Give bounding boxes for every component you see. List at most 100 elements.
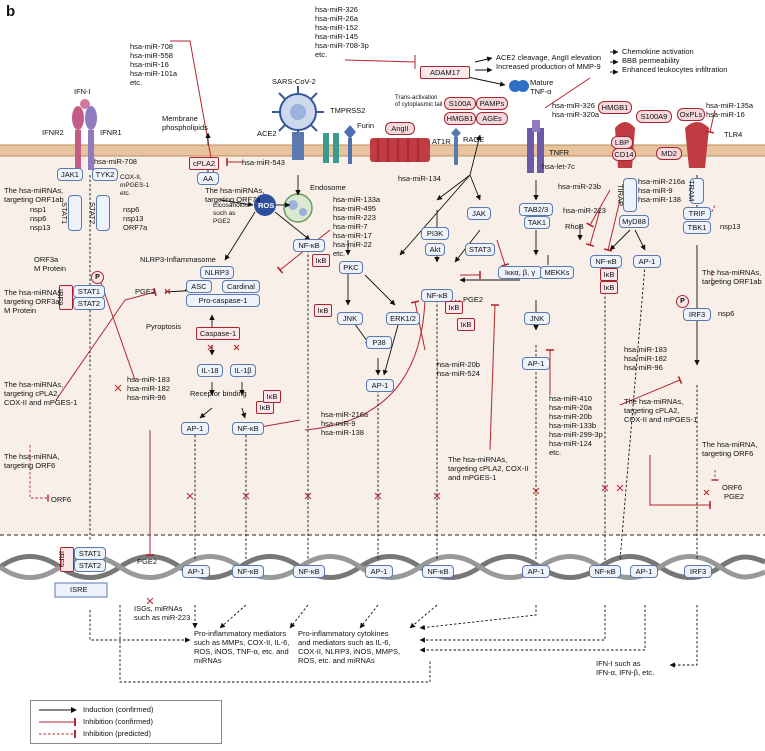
sars-cov-2-label: SARS-CoV-2 (272, 77, 316, 86)
procaspase-node: Pro-caspase-1 (186, 294, 260, 307)
il1b-node: IL-1β (230, 364, 256, 377)
sars-cov-2-virus-icon (272, 86, 324, 138)
tbk1-node: TBK1 (683, 221, 711, 234)
tab-node: TAB2/3 (519, 203, 553, 216)
nfkb-node-left: NF-κB (232, 422, 264, 435)
caspase1-node: Caspase-1 (196, 327, 240, 340)
nlrp3-title: NLRP3-Inflammasome (140, 255, 216, 264)
nfkb-nuclear-4: NF-κB (589, 565, 621, 578)
tmprss2-label: TMPRSS2 (330, 106, 366, 115)
at1r-label: AT1R (432, 137, 451, 146)
ap1-node-far: AP-1 (633, 255, 661, 268)
ros-icon (254, 194, 276, 216)
isre-box (54, 582, 108, 598)
ifn-i-label: IFN-I (74, 87, 91, 96)
irf9-nuclear-node: IRF9 (57, 547, 74, 572)
irf3-nuclear: IRF3 (684, 565, 712, 578)
ap1-nuclear-1: AP-1 (182, 565, 210, 578)
tirap-node: TIRAP (616, 178, 637, 212)
ikb-node-center-1: IκB (312, 254, 330, 267)
jak1-node: JAK1 (57, 168, 83, 181)
trif-node: TRIF (683, 207, 711, 220)
nsp13-label: nsp13 (720, 222, 741, 231)
furin-protein (344, 125, 356, 164)
ace2-receptor (292, 132, 304, 160)
receptor-binding-label: Receptor binding (190, 389, 247, 398)
legend: Induction (confirmed) Inhibition (confir… (30, 700, 222, 744)
mir23b-label: hsa-miR-23b (558, 182, 601, 191)
orf1ab-note-right: The hsa-miRNAs,targeting ORF1ab (702, 268, 762, 286)
ros-label: ROS (258, 201, 275, 210)
tyk2-node: TYK2 (92, 168, 118, 181)
ap1-nuclear-2: AP-1 (365, 565, 393, 578)
orf6-label-right: ORF6 (722, 483, 743, 492)
endosome-label: Endosome (310, 183, 346, 192)
let7c-label: hsa-let-7c (542, 162, 575, 171)
pkc-node: PKC (339, 261, 363, 274)
endosome-icon (283, 193, 313, 223)
nlrp3-node: NLRP3 (200, 266, 234, 279)
nsp6-label-right: nsp6 (718, 309, 735, 318)
legend-induction: Induction (confirmed) (83, 705, 154, 714)
orf6-note: The hsa-miRNA,targeting ORF6 (4, 452, 60, 470)
mir223-label: hsa-miR-223 (563, 206, 606, 215)
nfkb-node-mid: NF-κB (421, 289, 453, 302)
ifn-receptor (72, 99, 97, 170)
jak-node: JAK (467, 207, 491, 220)
phospho-p-left: P (91, 271, 104, 284)
legend-symbols (39, 707, 77, 738)
il18-node: IL-18 (197, 364, 223, 377)
phospho-p-right: P (676, 295, 689, 308)
s100a-pill: S100A (444, 97, 476, 110)
p38-node: P38 (366, 336, 392, 349)
tak1-node: TAK1 (524, 216, 550, 229)
stat2-dimer-node: STAT2 (73, 297, 105, 310)
mature-tnf-icon (509, 80, 529, 92)
erk-node: ERK1/2 (386, 312, 420, 325)
ikb-node-left-2: IκB (263, 390, 281, 403)
ap1-node-center: AP-1 (366, 379, 394, 392)
pge2-mid-label: PGE2 (463, 295, 484, 304)
ikb-node-center-2: IκB (314, 304, 332, 317)
asc-node: ASC (186, 280, 212, 293)
stat2-node: STAT2 (88, 195, 110, 231)
rage-label: RAGE (463, 135, 485, 144)
aa-node: AA (197, 172, 219, 185)
pamps-pill: PAMPs (476, 97, 508, 110)
ikk-node: Iκκα, β, γ (498, 266, 542, 279)
mir708-label: hsa-miR-708 (94, 157, 137, 166)
tnfr-label: TNFR (549, 148, 569, 157)
orf6-note-right: The hsa-miRNA,targeting ORF6 (702, 440, 758, 458)
ap1-node-right: AP-1 (522, 357, 550, 370)
ifnr2-label: IFNR2 (42, 128, 64, 137)
stat1-node: STAT1 (60, 195, 82, 231)
jnk-node-right: JNK (524, 312, 550, 325)
mekks-node: MEKKs (540, 266, 574, 279)
ap1-nuclear-3: AP-1 (522, 565, 550, 578)
tlr4-receptor (685, 122, 709, 168)
nfkb-nuclear-1: NF-κB (232, 565, 264, 578)
at1r-receptor (370, 138, 430, 162)
ap1-node-left: AP-1 (181, 422, 209, 435)
pge2-nuclear-label: PGE2 (137, 557, 158, 566)
nfkb-nuclear-2: NF-κB (293, 565, 325, 578)
rage-receptor (451, 128, 461, 165)
orf6-label: ORF6 (51, 495, 72, 504)
hmgb1-right-pill: HMGB1 (598, 101, 632, 114)
cardinal-node: Cardinal (222, 280, 260, 293)
